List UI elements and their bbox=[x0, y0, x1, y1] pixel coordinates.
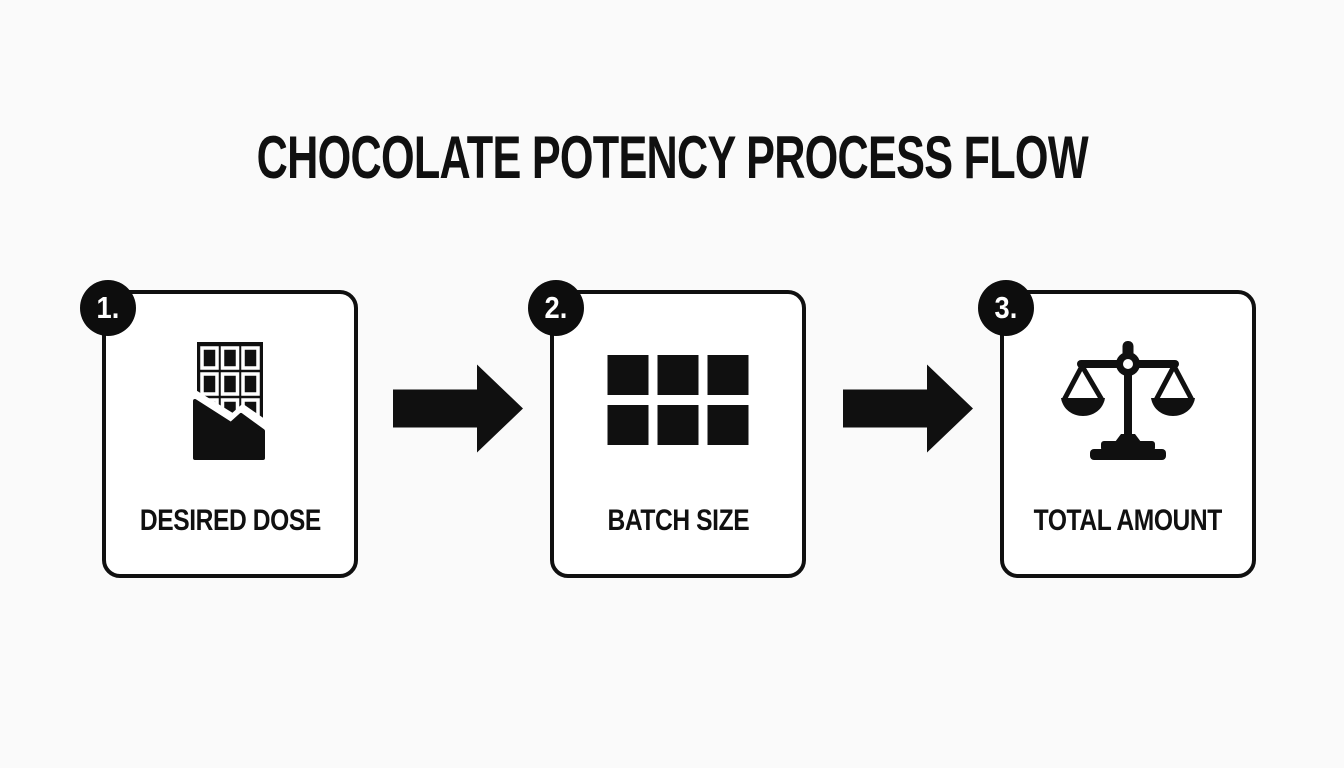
step-3-label: TOTAL AMOUNT bbox=[1033, 504, 1223, 537]
step-3-number-badge: 3. bbox=[978, 280, 1034, 336]
step-2-label: BATCH SIZE bbox=[607, 504, 749, 537]
arrow-right-icon bbox=[843, 364, 973, 453]
step-card-total-amount: 3. bbox=[978, 280, 1256, 578]
page-title-text: CHOCOLATE POTENCY PROCESS FLOW bbox=[256, 124, 1088, 191]
chocolate-squares-grid-icon bbox=[607, 355, 749, 445]
balance-scale-icon bbox=[1061, 338, 1195, 462]
step-2-number: 2. bbox=[544, 290, 568, 325]
step-1-number: 1. bbox=[96, 290, 120, 325]
step-card-batch-size: 2. BATCH SIZE bbox=[528, 280, 806, 578]
page-title: CHOCOLATE POTENCY PROCESS FLOW bbox=[0, 128, 1344, 188]
step-1-number-badge: 1. bbox=[80, 280, 136, 336]
step-3-number: 3. bbox=[994, 290, 1018, 325]
step-2-number-badge: 2. bbox=[528, 280, 584, 336]
arrow-right-icon bbox=[393, 364, 523, 453]
step-1-label: DESIRED DOSE bbox=[139, 504, 321, 537]
chocolate-bar-icon bbox=[193, 340, 267, 462]
step-card-desired-dose: 1. bbox=[80, 280, 358, 578]
